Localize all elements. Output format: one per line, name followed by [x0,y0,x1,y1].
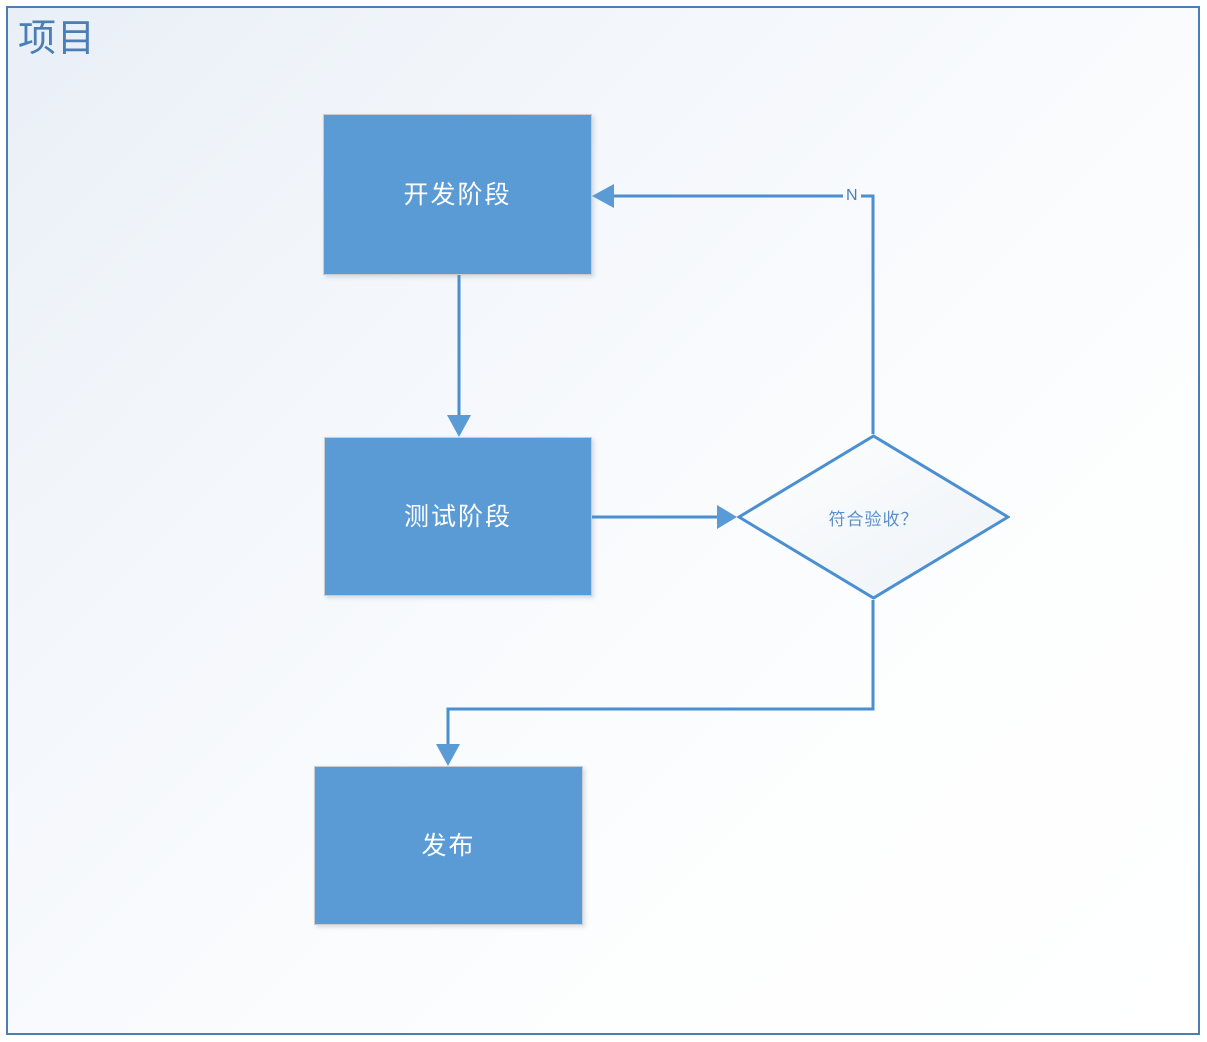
node-decision-label: 符合验收？ [828,509,919,529]
node-testing[interactable]: 测试阶段 [324,437,592,596]
node-release-label: 发布 [421,831,476,860]
diagram-panel: 项目 [6,6,1200,1035]
node-decision[interactable]: 符合验收？ [737,434,1010,600]
diamond-shape [737,434,1010,600]
node-testing-label: 测试阶段 [403,502,512,531]
node-development[interactable]: 开发阶段 [323,114,592,275]
edge-label-no: N [843,186,861,206]
node-development-label: 开发阶段 [403,180,512,209]
node-release[interactable]: 发布 [314,766,583,925]
page-title: 项目 [18,18,97,60]
